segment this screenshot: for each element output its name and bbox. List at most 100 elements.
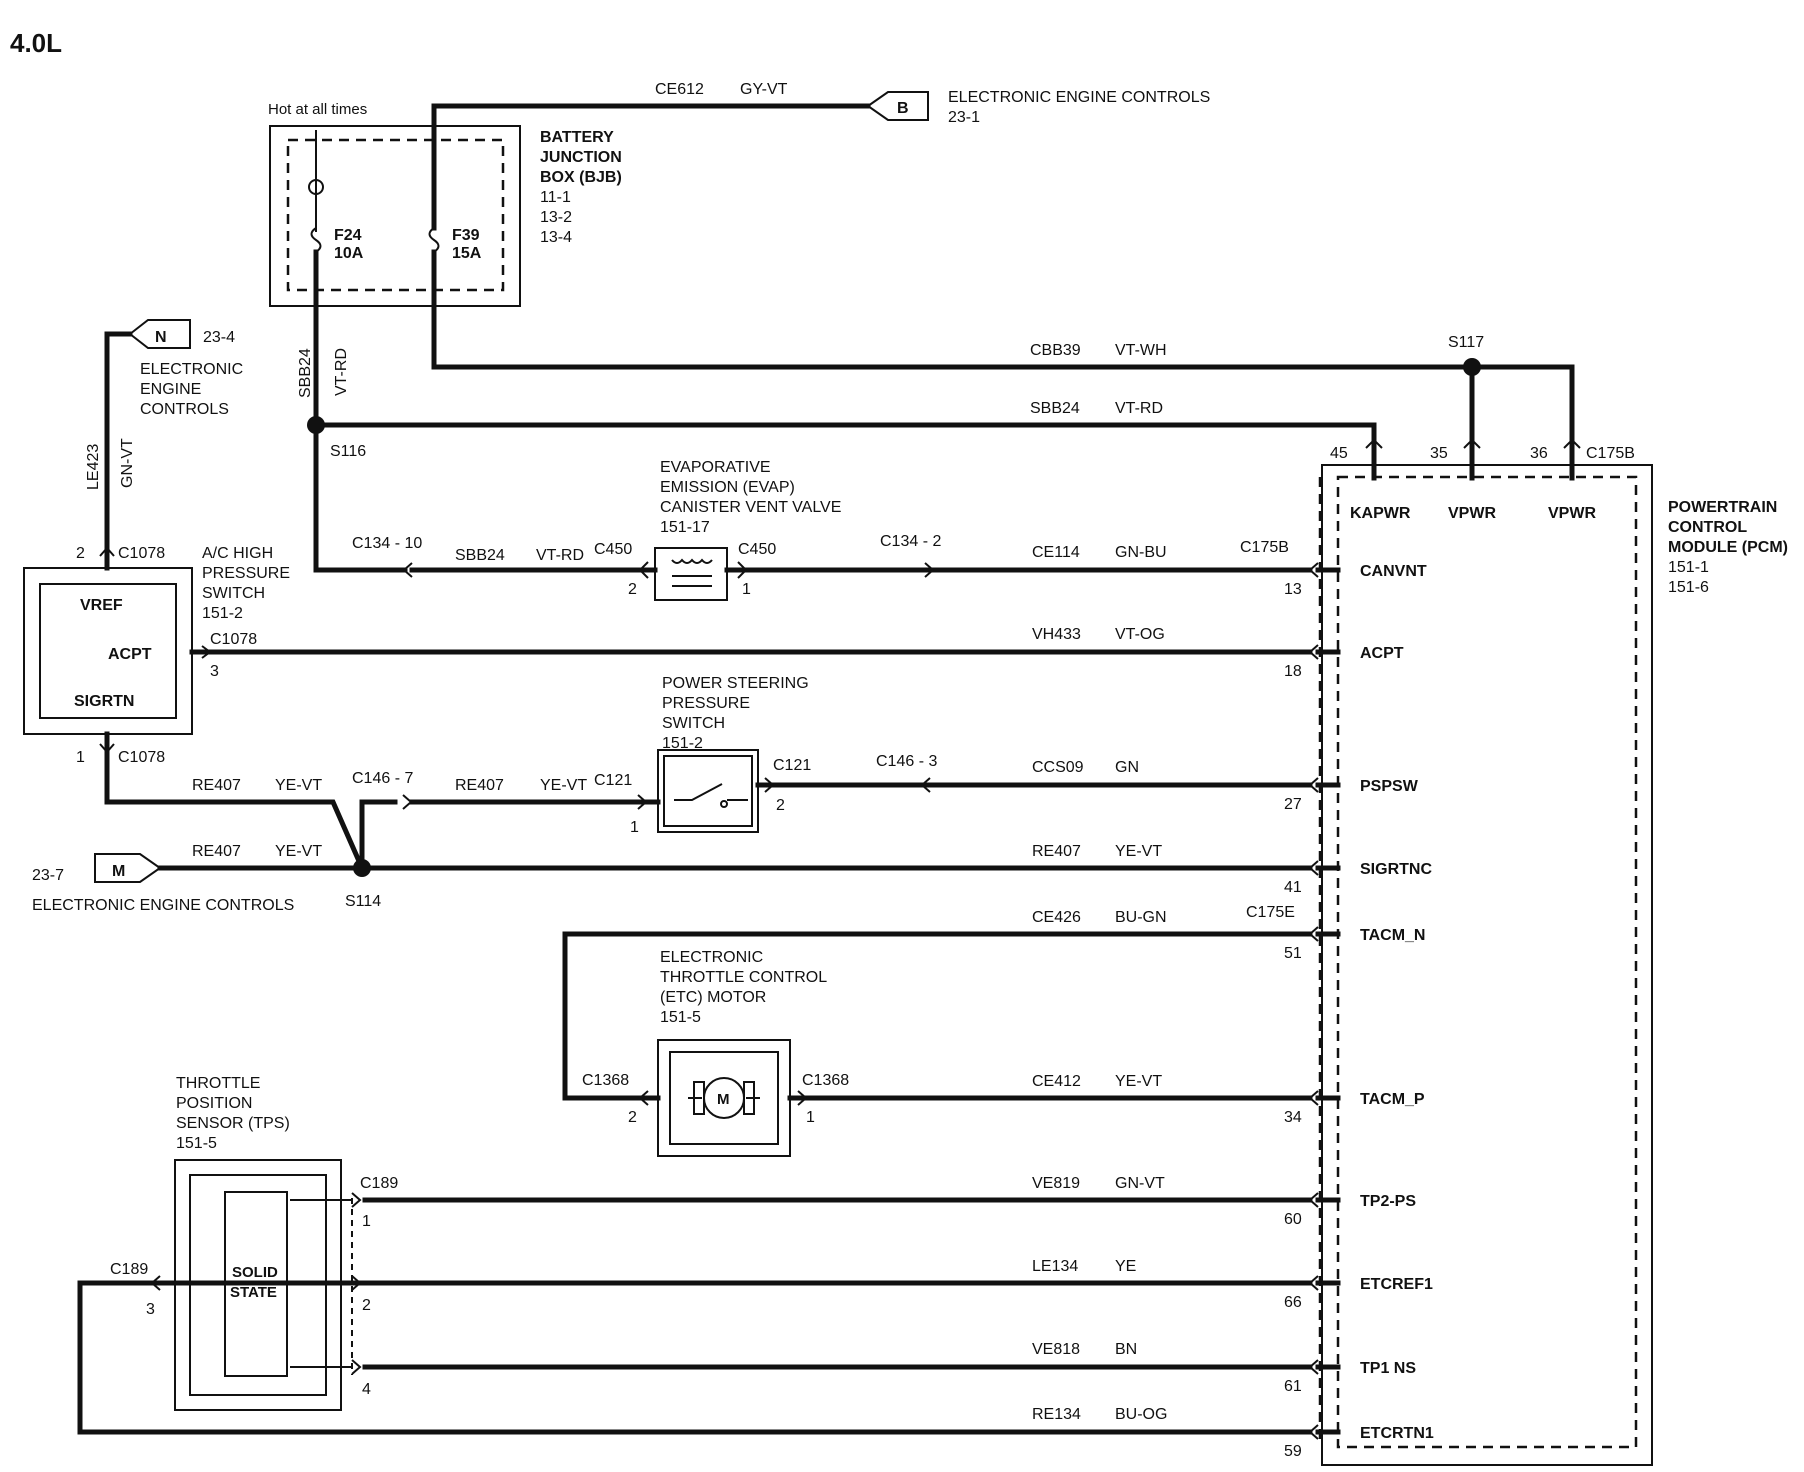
c146-7-inline: C146 - 7 <box>352 770 413 787</box>
tag-b-dest-page: 23-1 <box>948 109 980 126</box>
evap-right-pin: 1 <box>742 581 751 598</box>
tacm-n-color: BU-GN <box>1115 909 1167 926</box>
pcm-pin-canvnt: CANVNT <box>1360 563 1427 580</box>
etc-name-1: ELECTRONIC <box>660 949 763 966</box>
connector-arrow-icon <box>764 777 775 793</box>
sbb24-vert-circuit: SBB24 <box>297 348 314 398</box>
motor-icon <box>703 1077 745 1119</box>
ce612-color: GY-VT <box>740 81 788 98</box>
destination-tag-b: B ELECTRONIC ENGINE CONTROLS 23-1 CE612 … <box>655 81 1210 126</box>
re407-color-4: YE-VT <box>1115 843 1162 860</box>
inline-connector-icon <box>402 562 413 578</box>
ps-right-pin: 2 <box>776 797 785 814</box>
ps-circuit: CCS09 <box>1032 759 1084 776</box>
ac-pin-vref: VREF <box>80 597 123 614</box>
tag-n-dest-3: CONTROLS <box>140 401 229 418</box>
connector-arrow-icon <box>351 1359 362 1375</box>
engine-title: 4.0L <box>10 28 62 58</box>
re407-circuit-2: RE407 <box>455 777 504 794</box>
ac-sigrtn-pin-num: 1 <box>76 749 85 766</box>
pcm-pin-etcrtn1: ETCRTN1 <box>1360 1425 1434 1442</box>
pcm-pin-pspsw: PSPSW <box>1360 778 1419 795</box>
ps-right-conn: C121 <box>773 757 811 774</box>
etcrtn-color: BU-OG <box>1115 1406 1167 1423</box>
bjb-name-1: BATTERY <box>540 129 614 146</box>
fuse-f39-name: F39 <box>452 227 480 244</box>
pcm-ref-2: 151-6 <box>1668 579 1709 596</box>
pcm-top-pin-36: 36 <box>1530 445 1548 462</box>
ps-name-3: SWITCH <box>662 715 725 732</box>
etcref-circuit: LE134 <box>1032 1258 1078 1275</box>
etc-left-pin: 2 <box>628 1109 637 1126</box>
ps-name-2: PRESSURE <box>662 695 750 712</box>
pcm-pin-13: 13 <box>1284 581 1302 598</box>
ps-left-pin: 1 <box>630 819 639 836</box>
tps-pin4-num: 4 <box>362 1381 371 1398</box>
ps-name-1: POWER STEERING <box>662 675 809 692</box>
re407-color-3: YE-VT <box>275 843 322 860</box>
pcm-pin-tacm-p: TACM_P <box>1360 1091 1425 1108</box>
tps-name-1: THROTTLE <box>176 1075 260 1092</box>
pcm-pin-27: 27 <box>1284 796 1302 813</box>
tp2-circuit: VE819 <box>1032 1175 1080 1192</box>
pcm-name-1: POWERTRAIN <box>1668 499 1777 516</box>
fuse-f24-icon <box>310 227 322 253</box>
pcm-pin-stubs <box>1315 567 1341 1435</box>
tps-pin2-num: 2 <box>362 1297 371 1314</box>
pcm-top-pin-35: 35 <box>1430 445 1448 462</box>
splice-s117 <box>1463 358 1481 376</box>
connector-arrow-icon <box>1308 777 1319 793</box>
hot-at-all-times-label: Hot at all times <box>268 101 367 118</box>
tps-inner-2: STATE <box>230 1284 277 1301</box>
ac-pin-acpt: ACPT <box>108 646 152 663</box>
tps-pin3-num: 3 <box>146 1301 155 1318</box>
ac-vref-conn: C1078 <box>118 545 165 562</box>
tag-m-dest: ELECTRONIC ENGINE CONTROLS <box>32 897 294 914</box>
re407-color-1: YE-VT <box>275 777 322 794</box>
fuse-f39-icon <box>428 227 440 253</box>
pcm-pin-tp2-ps: TP2-PS <box>1360 1193 1416 1210</box>
ps-color: GN <box>1115 759 1139 776</box>
solenoid-coil-icon <box>671 558 713 564</box>
pcm-top-name-vpwr-1: VPWR <box>1448 505 1496 522</box>
connector-arrow-icon <box>797 1090 808 1106</box>
pcm-pin-34: 34 <box>1284 1109 1302 1126</box>
connector-arrow-icon <box>737 561 748 579</box>
bjb-ref-3: 13-4 <box>540 229 572 246</box>
pcm-top-name-vpwr-2: VPWR <box>1548 505 1596 522</box>
etcrtn-circuit: RE134 <box>1032 1406 1081 1423</box>
etcref-color: YE <box>1115 1258 1136 1275</box>
le423-color: GN-VT <box>119 438 136 488</box>
pcm-pin-66: 66 <box>1284 1294 1302 1311</box>
etc-right-conn: C1368 <box>802 1072 849 1089</box>
re407-circuit-4: RE407 <box>1032 843 1081 860</box>
tag-n-letter: N <box>155 329 167 346</box>
ps-name-4: 151-2 <box>662 735 703 752</box>
etc-name-2: THROTTLE CONTROL <box>660 969 827 986</box>
bjb-ref-2: 13-2 <box>540 209 572 226</box>
c134-2-inline: C134 - 2 <box>880 533 941 550</box>
evap-left-circuit: SBB24 <box>455 547 505 564</box>
evap-right-conn: C450 <box>738 541 776 558</box>
evap-name-1: EVAPORATIVE <box>660 459 771 476</box>
tp2-color: GN-VT <box>1115 1175 1165 1192</box>
sbb24-vert-color: VT-RD <box>333 348 350 396</box>
pcm-ref-1: 151-1 <box>1668 559 1709 576</box>
evap-name-4: 151-17 <box>660 519 710 536</box>
tp1-circuit: VE818 <box>1032 1341 1080 1358</box>
etc-motor: M ELECTRONIC THROTTLE CONTROL (ETC) MOTO… <box>582 949 849 1157</box>
tp1-color: BN <box>1115 1341 1137 1358</box>
ac-name-3: SWITCH <box>202 585 265 602</box>
ac-name-4: 151-2 <box>202 605 243 622</box>
re407-circuit-3: RE407 <box>192 843 241 860</box>
evap-canister-vent-valve: EVAPORATIVE EMISSION (EVAP) CANISTER VEN… <box>594 459 841 601</box>
splices: S116 S117 S114 <box>307 334 1484 910</box>
ac-vref-pin-num: 2 <box>76 545 85 562</box>
pcm-name-3: MODULE (PCM) <box>1668 539 1788 556</box>
etc-circuit: CE412 <box>1032 1073 1081 1090</box>
evap-left-color: VT-RD <box>536 547 584 564</box>
pcm-pin-acpt: ACPT <box>1360 645 1404 662</box>
bjb-name-2: JUNCTION <box>540 149 622 166</box>
tacm-n-circuit: CE426 <box>1032 909 1081 926</box>
